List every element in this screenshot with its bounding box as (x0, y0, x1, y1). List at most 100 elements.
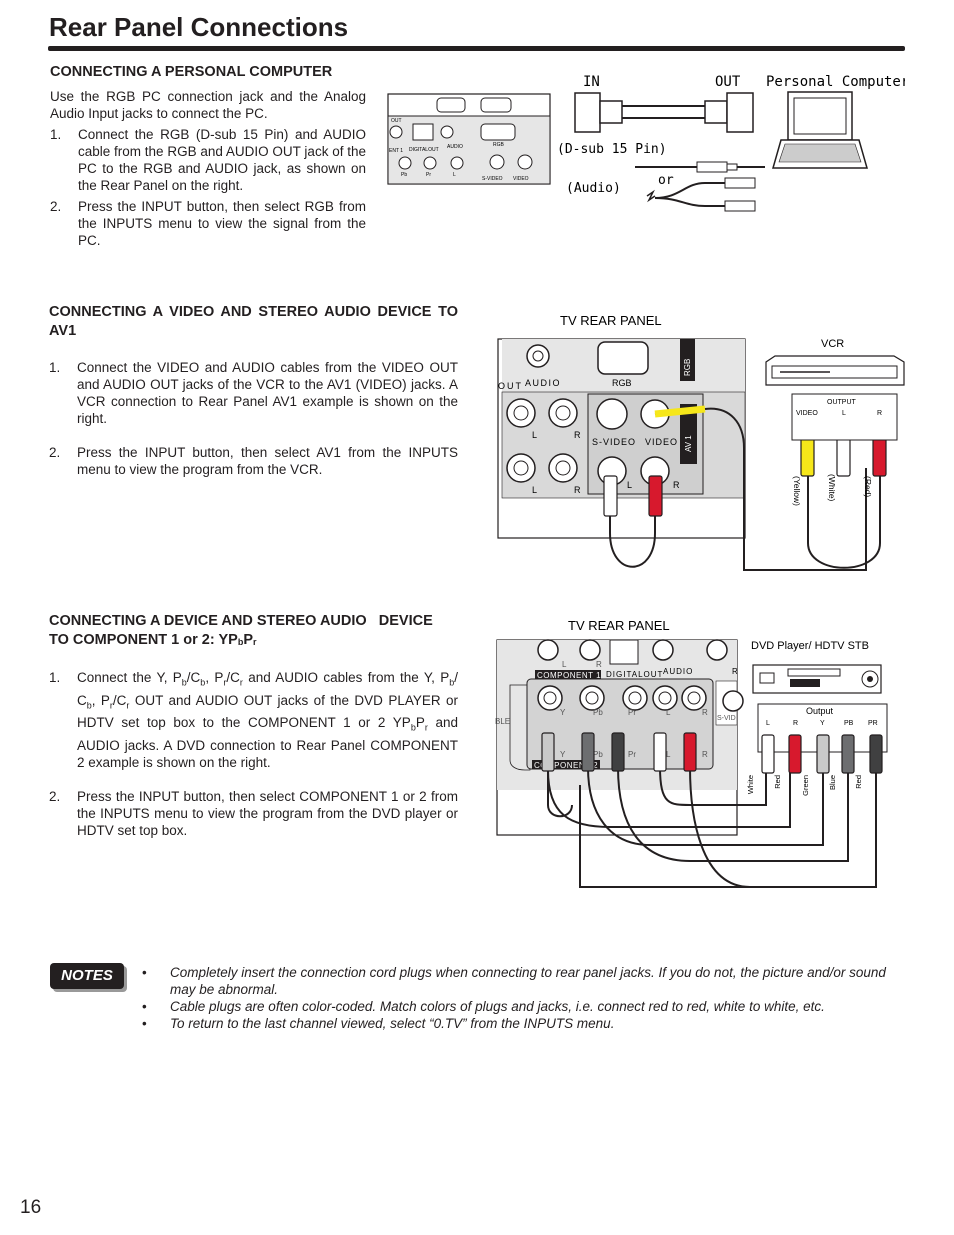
pc-panel-rgb: RGB (493, 142, 505, 148)
av1-panel-r3: R (673, 480, 680, 490)
comp-panel-audio: AUDIO (663, 667, 693, 676)
av1-panel-out: OUT (498, 381, 523, 391)
vcr-output-l: L (842, 410, 846, 417)
dvd-output-r: R (793, 720, 798, 727)
note-item: •Cable plugs are often color-coded. Matc… (142, 999, 825, 1014)
pc-intro: Use the RGB PC connection jack and the A… (50, 89, 366, 121)
title-rule (48, 46, 905, 51)
av1-connection-diagram: TV REAR PANEL RGB OUT AUDIO RGB L R L R … (497, 313, 905, 571)
comp-panel-y1: Y (560, 708, 566, 717)
dvd-output-l: L (766, 720, 770, 727)
comp-step-1: 1. Connect the Y, Pb/Cb, Pr/Cr and AUDIO… (49, 670, 458, 771)
dvd-plug-label-red: Red (773, 775, 782, 789)
dvd-plug-label-white: White (746, 775, 755, 794)
pc-panel-pr: Pr (426, 172, 431, 178)
comp-panel-pb2: Pb (593, 750, 603, 759)
comp-connection-diagram: TV REAR PANEL DVD Player/ HDTV STB L R C… (495, 618, 888, 888)
comp-panel-l1: L (666, 708, 671, 717)
av1-panel-av1: AV 1 (684, 435, 693, 452)
pc-rear-panel: OUT DIGITALOUT AUDIO RGB ENT 1 Pb Pr L S… (387, 93, 551, 185)
comp-panel-r-audio: R (732, 667, 738, 676)
av1-panel-video: VIDEO (645, 437, 678, 447)
comp-panel-l2: L (666, 750, 671, 759)
plug-label-yellow: (Yellow) (792, 476, 802, 506)
dvd-plug-label-green: Green (801, 775, 810, 796)
pc-dsub-label: (D-sub 15 Pin) (557, 142, 667, 157)
comp-panel-digital: DIGITALOUT (606, 670, 663, 679)
comp-section: CONNECTING A DEVICE AND STEREO AUDIO DEV… (49, 612, 458, 839)
vcr-output-video: VIDEO (796, 410, 818, 417)
dvd-output-title: Output (806, 706, 834, 716)
av1-rear-panel: RGB OUT AUDIO RGB L R L R S-VIDEO VIDEO … (497, 338, 746, 539)
pc-heading: CONNECTING A PERSONAL COMPUTER (50, 64, 333, 80)
notes-list: •Completely insert the connection cord p… (142, 964, 908, 1032)
comp-panel-component1: COMPONENT 1 (537, 671, 601, 680)
pc-out-label: OUT (715, 74, 741, 90)
dvd-player-icon (752, 664, 882, 694)
comp-cables (541, 732, 877, 888)
laptop-icon (772, 91, 868, 169)
av1-cables (603, 405, 887, 571)
av1-panel-audio: AUDIO (525, 378, 561, 388)
pc-panel-ent: ENT 1 (389, 148, 403, 154)
av1-panel-l3: L (627, 480, 632, 490)
comp-panel-svid: S-VID (717, 715, 736, 722)
pc-panel-out: OUT (391, 118, 402, 124)
comp-panel-title: TV REAR PANEL (568, 618, 670, 633)
audio-cable (635, 161, 765, 212)
pc-step-1: 1.Connect the RGB (D-sub 15 Pin) and AUD… (50, 127, 366, 193)
pc-panel-audio: AUDIO (447, 144, 463, 150)
av1-panel-l2: L (532, 485, 537, 495)
vcr-icon (765, 355, 905, 386)
av1-step-1: 1.Connect the VIDEO and AUDIO cables fro… (49, 360, 458, 426)
av1-panel-rgb: RGB (612, 378, 632, 388)
dsub-cable (574, 92, 754, 133)
av1-panel-r1: R (574, 430, 581, 440)
pc-computer-label: Personal Computer (766, 74, 905, 90)
comp-panel-y2: Y (560, 750, 566, 759)
note-item: •Completely insert the connection cord p… (142, 965, 886, 997)
comp-heading-line1: CONNECTING A DEVICE AND STEREO AUDIO DEV… (49, 613, 433, 629)
av1-panel-svideo: S-VIDEO (592, 437, 636, 447)
comp-panel-r-top: R (596, 660, 602, 669)
page-number: 16 (20, 1197, 42, 1218)
pc-panel-digital: DIGITALOUT (409, 147, 439, 153)
pc-panel-video: VIDEO (513, 176, 529, 182)
vcr-output-title: OUTPUT (827, 399, 857, 406)
pc-section: CONNECTING A PERSONAL COMPUTER Use the R… (50, 63, 366, 249)
pc-audio-label: (Audio) (566, 181, 621, 196)
dvd-plug-label-red2: Red (854, 775, 863, 789)
notes-badge: NOTES (50, 963, 124, 989)
dvd-plug-label-blue: Blue (828, 775, 837, 790)
vcr-label: VCR (821, 338, 844, 350)
comp-panel-pr1: Pr (628, 708, 636, 717)
av1-section: CONNECTING A VIDEO AND STEREO AUDIO DEVI… (49, 303, 458, 478)
av1-panel-l1: L (532, 430, 537, 440)
av1-heading: CONNECTING A VIDEO AND STEREO AUDIO DEVI… (49, 304, 458, 339)
dvd-output-pr: PR (868, 720, 878, 727)
pc-panel-svideo: S-VIDEO (482, 176, 503, 182)
pc-panel-l: L (453, 172, 456, 178)
comp-panel-r2: R (702, 750, 708, 759)
dvd-label: DVD Player/ HDTV STB (751, 640, 869, 652)
comp-panel-l-top: L (562, 660, 567, 669)
dvd-output-pb: PB (844, 720, 854, 727)
av1-panel-r2: R (574, 485, 581, 495)
comp-panel-pr2: Pr (628, 750, 636, 759)
pc-connection-diagram: OUT DIGITALOUT AUDIO RGB ENT 1 Pb Pr L S… (387, 74, 905, 212)
comp-panel-component2: COMPONENT 2 (534, 761, 598, 770)
comp-panel-pb1: Pb (593, 708, 603, 717)
vcr-output-panel: OUTPUT VIDEO L R (791, 393, 898, 441)
pc-or-label: or (658, 173, 674, 188)
plug-label-red: (Red) (863, 476, 873, 497)
dvd-output-y: Y (820, 720, 825, 727)
plug-label-white: (White) (827, 474, 837, 502)
av1-panel-title: TV REAR PANEL (560, 313, 662, 328)
comp-panel-cable: BLE (495, 717, 510, 726)
pc-in-label: IN (583, 74, 600, 90)
pc-step-2: 2.Press the INPUT button, then select RG… (50, 199, 366, 248)
page-title: Rear Panel Connections (49, 12, 349, 42)
comp-panel-r1: R (702, 708, 708, 717)
dvd-output-panel: Output L R Y PB PR (757, 703, 888, 774)
comp-step-2: 2.Press the INPUT button, then select CO… (49, 789, 458, 839)
